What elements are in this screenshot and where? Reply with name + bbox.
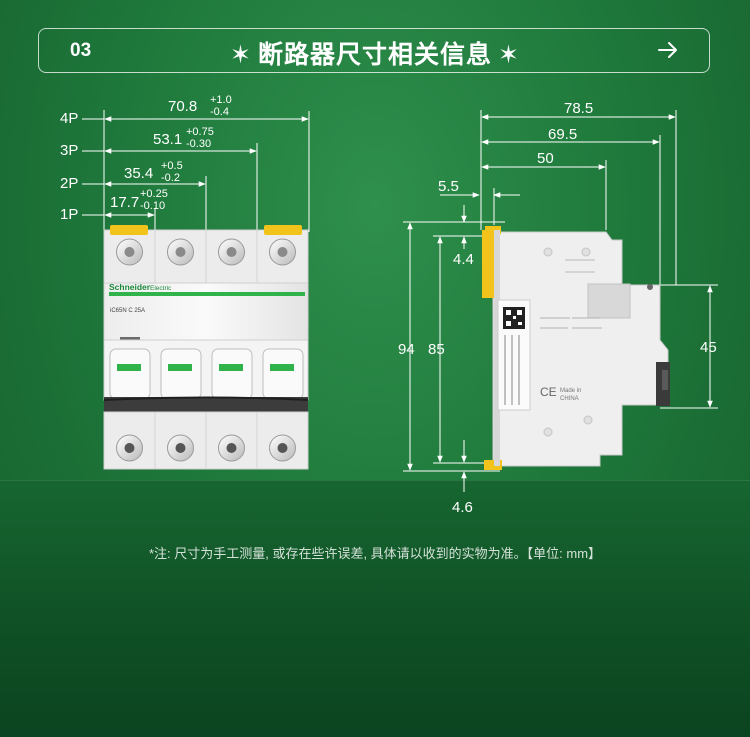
dim-bottom-clip: 4.6 — [452, 499, 473, 516]
dim-offset-clip: 4.4 — [453, 251, 474, 268]
made-in-text: Made in — [560, 388, 581, 394]
header-bar[interactable] — [38, 28, 710, 73]
pole-label-1p: 1P — [60, 206, 79, 223]
brand-text: Schneider — [109, 282, 151, 292]
pole-label-2p: 2P — [60, 175, 79, 192]
footnote: *注: 尺寸为手工测量, 或存在些许误差, 具体请以收到的实物为准。【单位: m… — [148, 546, 602, 561]
dim-value-4p: 70.8 — [168, 98, 198, 115]
star-left-icon: ✶ — [230, 41, 252, 69]
floor-divider — [0, 480, 750, 481]
tol-plus-1p: +0.25 — [140, 188, 168, 200]
tol-plus-3p: +0.75 — [186, 126, 214, 138]
tol-minus-1p: -0.10 — [140, 200, 166, 212]
dim-height-body: 85 — [428, 341, 445, 358]
yellow-clip — [110, 225, 148, 235]
dim-value-1p: 17.7 — [110, 194, 140, 211]
dim-width-small: 50 — [537, 150, 554, 167]
dim-height-window: 45 — [700, 339, 717, 356]
tol-plus-4p: +1.0 — [210, 94, 232, 106]
arrow-right-icon[interactable] — [654, 36, 682, 64]
yellow-clip — [264, 225, 302, 235]
tol-minus-4p: -0.4 — [210, 106, 229, 118]
dim-value-3p: 53.1 — [153, 131, 183, 148]
section-title: ✶断路器尺寸相关信息✶ — [0, 35, 750, 71]
breaker-front-4p: Schneider Electric iC65N C 25A — [103, 225, 309, 470]
brand-sub-text: Electric — [150, 285, 172, 292]
tol-minus-3p: -0.30 — [186, 138, 212, 150]
pole-label-3p: 3P — [60, 142, 79, 159]
dim-width-total: 78.5 — [564, 100, 594, 117]
dim-width-mid: 69.5 — [548, 126, 578, 143]
cert-mark: CE — [540, 385, 557, 399]
model-text: iC65N C 25A — [110, 308, 145, 314]
star-right-icon: ✶ — [498, 41, 520, 69]
top-screws — [116, 238, 296, 266]
tol-plus-2p: +0.5 — [161, 160, 183, 172]
dim-offset-top: 5.5 — [438, 178, 459, 195]
breaker-side-view: CE Made in CHINA — [482, 226, 670, 470]
title-text: 断路器尺寸相关信息 — [257, 41, 492, 69]
side-window — [587, 283, 631, 319]
bottom-screws — [116, 434, 296, 462]
tol-minus-2p: -0.2 — [161, 172, 180, 184]
yellow-din-clip — [482, 230, 494, 298]
country-text: CHINA — [560, 396, 579, 402]
yellow-din-clip — [484, 460, 502, 470]
dim-height-total: 94 — [398, 341, 415, 358]
dim-value-2p: 35.4 — [124, 165, 154, 182]
pole-label-4p: 4P — [60, 110, 79, 127]
section-number: 03 — [70, 40, 92, 61]
background-floor — [0, 480, 750, 737]
front-dimension-lines — [82, 110, 310, 232]
